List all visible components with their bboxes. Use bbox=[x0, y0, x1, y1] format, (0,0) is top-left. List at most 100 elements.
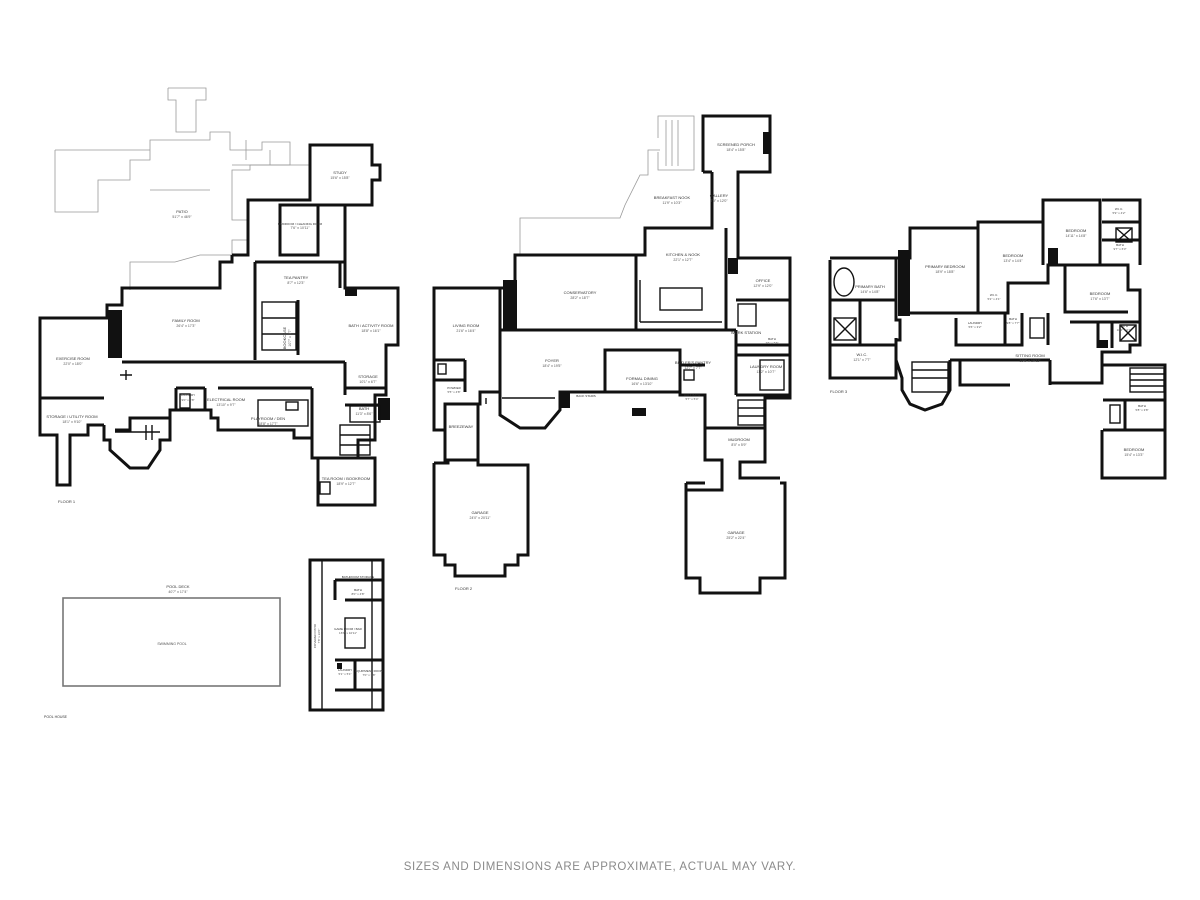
pool-house-caption: POOL HOUSE bbox=[44, 715, 68, 719]
room-label-kitchen: KITCHEN & NOOK bbox=[666, 252, 701, 257]
floor-3-details bbox=[833, 227, 1165, 424]
room-dim-gallery: 7'9" x 12'0" bbox=[710, 199, 728, 203]
floor-2-caption: FLOOR 2 bbox=[455, 586, 473, 591]
room-label-bath-2: BATH bbox=[1009, 317, 1017, 321]
room-label-living-room: LIVING ROOM bbox=[453, 323, 480, 328]
room-dim-bath-2: 9'8" x 7'7" bbox=[1006, 321, 1019, 325]
room-dim-half-bath: 5'7" x 5'4" bbox=[685, 397, 698, 401]
room-dim-tea-pantry: 8'7" x 12'3" bbox=[287, 281, 305, 285]
room-dim-powder: 5'5" x 4'8" bbox=[447, 390, 460, 394]
pool-house-plan: POOL DECK 40'7" x 17'4" SWIMMING POOL BA… bbox=[44, 558, 385, 719]
room-dim-bedroom-2: 14'11" x 14'8" bbox=[1066, 234, 1088, 238]
room-dim-bath-5: 5'8" x 3'8" bbox=[1135, 408, 1148, 412]
room-dim-mudroom: 8'0" x 5'9" bbox=[731, 443, 747, 447]
room-label-tea-room: TEA ROOM / BOOKROOM bbox=[322, 476, 370, 481]
room-label-gallery: GALLERY bbox=[710, 193, 729, 198]
floor-1-walls bbox=[38, 143, 400, 507]
room-label-wic-3: W.I.C. bbox=[990, 293, 998, 297]
pool-deck-outline bbox=[62, 597, 281, 687]
room-label-storage: STORAGE bbox=[358, 374, 378, 379]
room-label-primary-bath: PRIMARY BATH bbox=[855, 284, 885, 289]
room-label-study: STUDY bbox=[333, 170, 347, 175]
room-dim-office: 12'9" x 12'0" bbox=[753, 284, 773, 288]
room-dim-covered-patio: 7'8" x 22'0" bbox=[317, 629, 321, 644]
room-dim-laundry: 9'0" x 9'8" bbox=[181, 398, 194, 402]
room-label-breakfast-nook: BREAKFAST NOOK bbox=[654, 195, 691, 200]
room-label-bath-activity: BATH / ACTIVITY ROOM bbox=[349, 323, 394, 328]
room-label-foyer: FOYER bbox=[545, 358, 559, 363]
room-dim-bedroom-3: 17'6" x 13'7" bbox=[1090, 297, 1110, 301]
room-dim-butlers-pantry: 12'7" x 7'7" bbox=[684, 366, 702, 370]
room-dim-tea-room: 18'9" x 12'7" bbox=[336, 482, 356, 486]
room-label-pool-laundry: LAUNDRY bbox=[338, 668, 352, 672]
room-label-wic-2: W.I.C. bbox=[1115, 207, 1123, 211]
floor-3-plan: PRIMARY BATH 14'6" x 14'8" PRIMARY BEDRO… bbox=[828, 198, 1167, 480]
floor-3-walls bbox=[828, 198, 1167, 480]
room-label-pool-deck: POOL DECK bbox=[166, 584, 190, 589]
room-dim-bath: 7'6" x 5'6" bbox=[765, 341, 778, 345]
room-label-butlers-pantry: BUTLER'S PANTRY bbox=[675, 360, 712, 365]
room-label-laundry-3: LAUNDRY bbox=[968, 321, 982, 325]
room-dim-laundry-3: 5'6" x 3'2" bbox=[968, 325, 981, 329]
floor-1-details bbox=[115, 301, 381, 495]
room-label-sitting-room: SITTING ROOM bbox=[1015, 353, 1044, 358]
room-dim-wic-3: 5'2" x 4'1" bbox=[987, 297, 1000, 301]
room-dim-game-room: 16'6" x 10'11" bbox=[339, 631, 357, 635]
fireplace-icon bbox=[560, 392, 570, 408]
floor-1-plan: STUDY 15'6" x 15'8" PATIO 51'7" x 46'9" … bbox=[38, 87, 400, 507]
room-dim-primary-bedroom: 18'9" x 18'8" bbox=[935, 270, 955, 274]
room-dim-primary-bath: 14'6" x 14'8" bbox=[860, 290, 880, 294]
room-label-mudroom: MUDROOM bbox=[728, 437, 750, 442]
fireplace-icon bbox=[378, 398, 390, 420]
room-dim-family-room: 26'4" x 17'3" bbox=[176, 324, 196, 328]
room-label-family-room: FAMILY ROOM bbox=[172, 318, 199, 323]
room-dim-sitting-room: 19'6" x 10'11" bbox=[1020, 359, 1042, 363]
room-label-bedroom-1: BEDROOM bbox=[1003, 253, 1024, 258]
room-label-garage-left: GARAGE bbox=[471, 510, 488, 515]
room-dim-study: 15'6" x 15'8" bbox=[330, 176, 350, 180]
room-dim-garage-right: 25'2" x 22'4" bbox=[726, 536, 746, 540]
room-dim-bedroom-1: 13'4" x 14'4" bbox=[1003, 259, 1023, 263]
disclaimer-text: SIZES AND DIMENSIONS ARE APPROXIMATE, AC… bbox=[403, 861, 797, 873]
room-dim-equipment-room: 7'0" x 3'8" bbox=[362, 673, 375, 677]
room-label-pool-bath: BATH bbox=[354, 588, 362, 592]
fireplace-icon bbox=[728, 258, 738, 274]
room-label-playroom: PLAYROOM / DEN bbox=[251, 416, 285, 421]
room-label-bath: BATH bbox=[359, 406, 369, 411]
room-dim-bath: 11'3" x 8'6" bbox=[356, 412, 374, 416]
room-label-bedroom-4: BEDROOM bbox=[1124, 447, 1145, 452]
floor-2-plan: SCREENED PORCH 18'4" x 15'8" BREAKFAST N… bbox=[432, 114, 792, 595]
room-dim-pool-deck: 40'7" x 17'4" bbox=[168, 590, 188, 594]
room-label-screened-porch: SCREENED PORCH bbox=[717, 142, 755, 147]
room-dim-bookcase: 10'7" x 5'7" bbox=[288, 329, 292, 347]
room-label-mudroom: MUDROOM / CLEANING ROOM bbox=[278, 222, 323, 226]
room-label-equipment-room: EQUIPMENT ROOM bbox=[355, 669, 383, 673]
floor-2-details bbox=[437, 280, 785, 426]
room-label-wic-1: W.I.C. bbox=[857, 352, 868, 357]
fireplace-icon bbox=[1098, 340, 1108, 348]
room-label-bedroom-2: BEDROOM bbox=[1066, 228, 1087, 233]
room-label-half-bath: HALF BATH bbox=[684, 393, 700, 397]
room-dim-storage: 10'1" x 6'7" bbox=[359, 380, 377, 384]
room-dim-garage-left: 24'0" x 20'11" bbox=[470, 516, 492, 520]
room-label-bathroom-storage: BATHROOM STORAGE bbox=[342, 575, 375, 579]
fireplace-icon bbox=[898, 250, 910, 316]
fireplace-icon bbox=[1048, 248, 1058, 266]
room-dim-playroom: 18'8" x 17'7" bbox=[258, 422, 278, 426]
room-label-patio: PATIO bbox=[176, 209, 187, 214]
room-dim-bedroom-4: 15'4" x 13'3" bbox=[1124, 453, 1144, 457]
room-dim-bath-activity: 18'8" x 16'1" bbox=[361, 329, 381, 333]
room-dim-living-room: 21'6" x 16'4" bbox=[456, 329, 476, 333]
floor-2-porch bbox=[519, 115, 695, 255]
room-dim-pool-laundry: 5'1" x 5'1" bbox=[338, 672, 351, 676]
fireplace-icon bbox=[763, 132, 771, 154]
room-dim-breakfast-nook: 11'9" x 10'3" bbox=[663, 201, 683, 205]
room-label-office: OFFICE bbox=[756, 278, 771, 283]
room-label-bath: BATH bbox=[768, 337, 776, 341]
floor-1-patio bbox=[54, 87, 310, 290]
room-label-work-station: WORK STATION bbox=[731, 330, 761, 335]
room-label-covered-patio: COVERED PATIO bbox=[313, 623, 317, 648]
room-label-conservatory: CONSERVATORY bbox=[564, 290, 597, 295]
room-label-swimming-pool: SWIMMING POOL bbox=[157, 642, 186, 646]
